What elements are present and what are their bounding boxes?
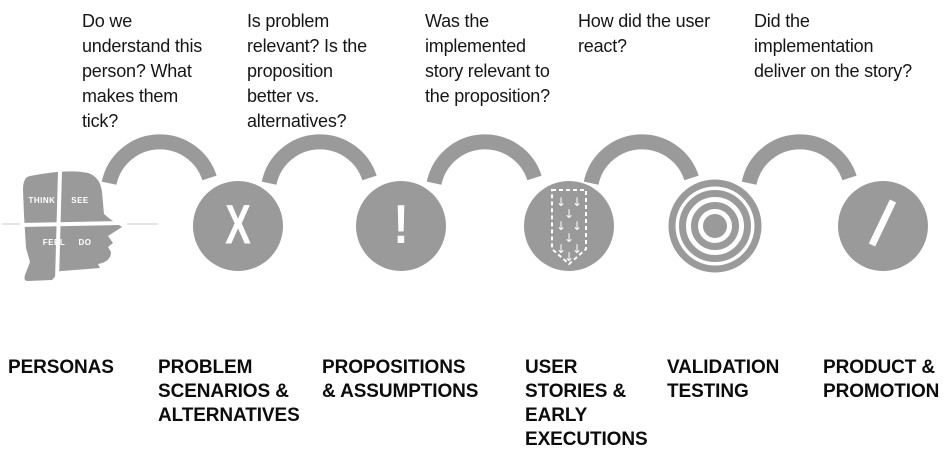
pennant-outline	[551, 189, 587, 266]
slash-circle-icon	[838, 181, 928, 271]
hop-arc-icon	[741, 134, 857, 186]
hop-arc-icon	[583, 134, 699, 186]
slash-glyph	[868, 199, 897, 247]
quadrant-feel-label: FEEL	[43, 238, 65, 247]
target-bullseye-icon	[668, 179, 762, 273]
exclamation-glyph: !	[393, 193, 409, 255]
question-problem-to-proposition: Is problem relevant? Is the proposition …	[247, 11, 367, 131]
down-arrow-icon: ↓	[556, 242, 566, 256]
question-personas-to-problem: Do we understand this person? What makes…	[82, 11, 203, 131]
quadrant-do-label: DO	[79, 238, 92, 247]
pennant-arrows-circle-icon: ↓ ↓ ↓ ↓ ↓ ↓ ↓ ↓ ↓	[524, 181, 614, 271]
question-story-to-validation: How did the user react?	[578, 11, 710, 56]
empathy-map-guide-line	[2, 223, 21, 225]
empathy-map-guide-line	[127, 223, 158, 225]
question-proposition-to-story: Was the implemented story relevant to th…	[425, 11, 550, 106]
stage-label-validation-testing: VALIDATION TESTING	[667, 357, 780, 402]
down-arrow-icon: ↓	[572, 242, 582, 256]
x-circle-icon: X	[193, 181, 283, 271]
down-arrow-icon: ↓	[564, 207, 574, 221]
hop-arc-icon	[426, 134, 542, 186]
stage-label-problem-scenarios: PROBLEM SCENARIOS & ALTERNATIVES	[158, 357, 300, 426]
question-validation-to-product: Did the implementation deliver on the st…	[754, 11, 912, 81]
exclamation-circle-icon: !	[356, 181, 446, 271]
stage-label-product-promotion: PRODUCT & PROMOTION	[823, 357, 940, 402]
stage-label-user-stories: USER STORIES & EARLY EXECUTIONS	[525, 357, 648, 450]
x-glyph: X	[225, 193, 251, 256]
down-arrow-icon: ↓	[572, 195, 582, 209]
stage-label-personas: PERSONAS	[8, 357, 114, 378]
down-arrow-icon: ↓	[564, 250, 574, 264]
quadrant-think-label: THINK	[29, 196, 56, 205]
empathy-map-head-icon: THINK SEE FEEL DO	[20, 170, 122, 282]
hop-arc-icon	[261, 134, 377, 186]
hop-arc-icon	[101, 134, 217, 186]
down-arrow-icon: ↓	[556, 195, 566, 209]
down-arrow-icon: ↓	[564, 231, 574, 245]
stage-label-propositions: PROPOSITIONS & ASSUMPTIONS	[322, 357, 479, 402]
down-arrow-icon: ↓	[572, 219, 582, 233]
down-arrow-icon: ↓	[556, 219, 566, 233]
quadrant-see-label: SEE	[71, 196, 89, 205]
